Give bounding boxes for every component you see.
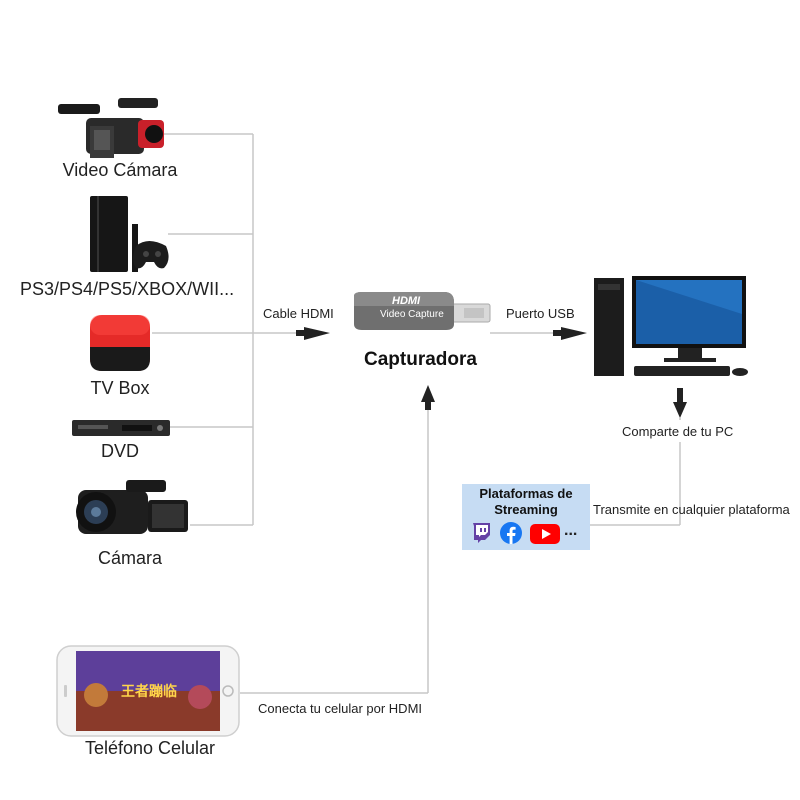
capture-device-text: Video Capture — [380, 309, 444, 320]
arrow-to-capture — [304, 327, 330, 340]
streaming-platforms-box: Plataformas de Streaming ... — [462, 484, 590, 550]
tv-box-label: TV Box — [90, 378, 150, 398]
video-camera-image — [58, 96, 173, 164]
console-label: PS3/PS4/PS5/XBOX/WII... — [20, 279, 235, 299]
streaming-title-line2: Streaming — [494, 502, 558, 517]
transmite-label: Transmite en cualquier plataforma — [593, 502, 790, 517]
dvd-label: DVD — [100, 441, 139, 461]
tv-box-image — [88, 313, 152, 375]
arrow-to-pc — [561, 327, 587, 340]
video-camera-label: Video Cámara — [62, 160, 178, 180]
phone-game-title: 王者蹦临 — [121, 684, 177, 700]
camera-label: Cámara — [97, 548, 163, 568]
puerto-usb-label: Puerto USB — [506, 306, 575, 321]
comparte-label: Comparte de tu PC — [622, 424, 734, 439]
capture-brand: HDMI — [392, 295, 421, 307]
twitch-icon — [470, 522, 492, 544]
pc-image — [592, 274, 752, 380]
conecta-label: Conecta tu celular por HDMI — [258, 701, 423, 716]
facebook-icon — [500, 522, 522, 544]
arrow-down-from-pc — [673, 402, 687, 418]
cable-hdmi-label: Cable HDMI — [263, 306, 334, 321]
capture-title: Capturadora — [364, 349, 477, 370]
youtube-icon — [530, 524, 560, 544]
capture-device: HDMI Video Capture — [352, 290, 492, 332]
more-platforms: ... — [564, 522, 578, 539]
phone-image: 王者蹦临 — [56, 645, 240, 737]
streaming-title-line1: Plataformas de — [479, 486, 573, 501]
arrow-up-to-capture — [421, 385, 435, 402]
phone-label: Teléfono Celular — [84, 738, 216, 758]
dvd-image — [72, 418, 170, 438]
console-image — [88, 194, 173, 274]
camera-image — [66, 478, 190, 544]
